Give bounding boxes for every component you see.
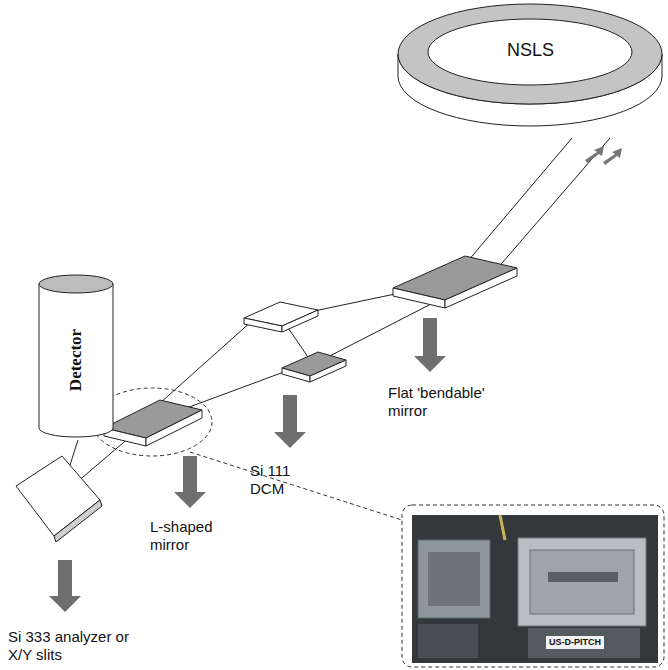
detector-cylinder: Detector	[36, 272, 116, 440]
component-label: L-shaped mirror	[150, 518, 228, 554]
node-label: NSLS	[393, 40, 668, 61]
storage-ring: NSLS	[393, 0, 668, 145]
component-label: Flat 'bendable' mirror	[388, 384, 506, 420]
photo-tag: US-D-PITCH	[546, 636, 604, 649]
storage-ring-outline	[393, 0, 668, 145]
component-label: Si 111 DCM	[250, 462, 308, 498]
component-label: Si 333 analyzer or X/Y slits	[8, 628, 130, 664]
node-label: Detector	[66, 329, 86, 391]
